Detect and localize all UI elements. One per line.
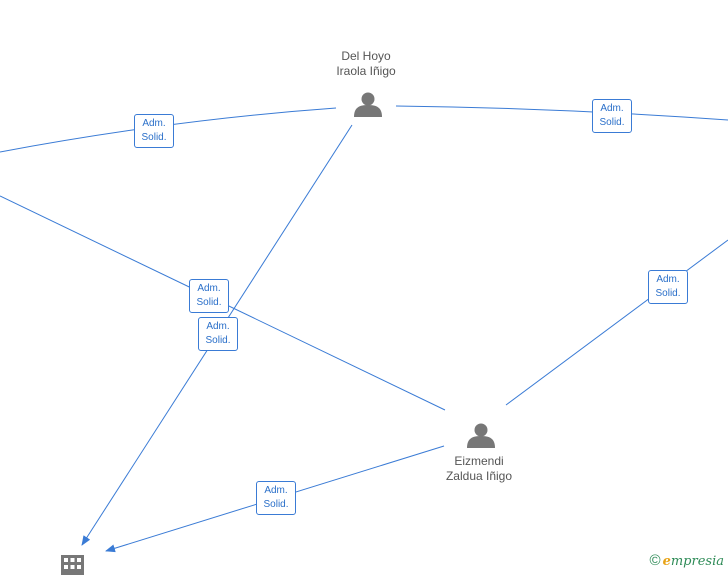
node-name-line2: Zaldua Iñigo: [445, 469, 513, 483]
edge-label-line1: Adm.: [264, 485, 288, 496]
node-label-del-hoyo[interactable]: Del Hoyo Iraola Iñigo: [296, 49, 436, 79]
edge-label-line1: Adm.: [206, 321, 230, 332]
node-name-line1: Del Hoyo: [341, 49, 391, 63]
node-label-eizmendi[interactable]: Eizmendi Zaldua Iñigo: [409, 454, 549, 484]
edge-label-line1: Adm.: [656, 274, 680, 285]
building-icon[interactable]: [61, 555, 84, 575]
edge-label-line2: Solid.: [196, 297, 222, 308]
edge-label-line2: Solid.: [263, 499, 289, 510]
edge-label-line2: Solid.: [141, 132, 167, 143]
node-name-line2: Iraola Iñigo: [336, 64, 396, 78]
brand-initial: e: [662, 554, 671, 569]
brand-name: mpresia: [670, 554, 724, 569]
edge-label-adm-solid[interactable]: Adm. Solid.: [648, 270, 688, 304]
brand-watermark: ©empresia: [650, 552, 724, 569]
person-icon[interactable]: [354, 92, 382, 118]
edge-label-adm-solid[interactable]: Adm. Solid.: [134, 114, 174, 148]
edge-line-eizmendi-to-right: [505, 239, 728, 406]
edge-label-line2: Solid.: [205, 335, 231, 346]
edge-label-line1: Adm.: [142, 118, 166, 129]
edge-label-adm-solid[interactable]: Adm. Solid.: [256, 481, 296, 515]
node-name-line1: Eizmendi: [454, 454, 504, 468]
edge-label-adm-solid[interactable]: Adm. Solid.: [198, 317, 238, 351]
edge-label-line2: Solid.: [655, 288, 681, 299]
edge-label-line1: Adm.: [197, 283, 221, 294]
copyright-icon: ©: [649, 552, 661, 569]
edge-line-del-hoyo-to-right: [395, 105, 728, 121]
edge-label-line1: Adm.: [600, 103, 624, 114]
edge-label-line2: Solid.: [599, 117, 625, 128]
edge-label-adm-solid[interactable]: Adm. Solid.: [189, 279, 229, 313]
person-icon[interactable]: [467, 423, 495, 449]
edge-label-adm-solid[interactable]: Adm. Solid.: [592, 99, 632, 133]
